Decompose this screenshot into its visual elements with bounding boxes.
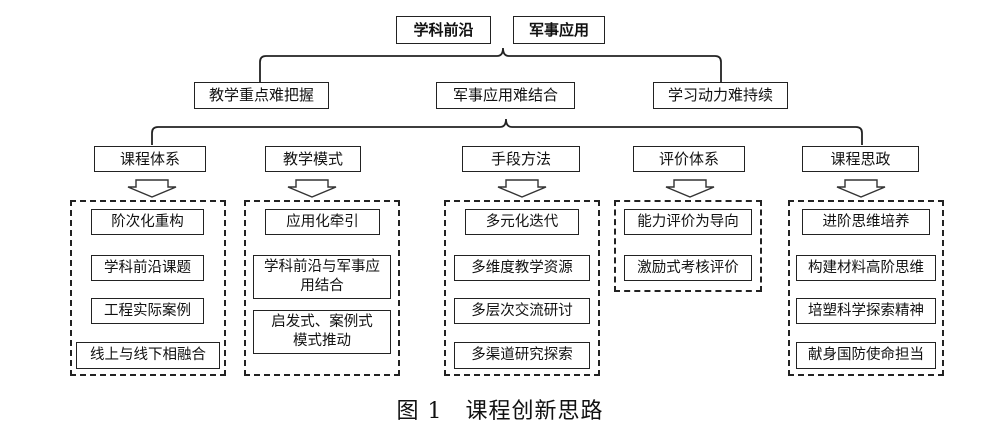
column-header: 教学模式 <box>265 146 361 172</box>
list-item: 工程实际案例 <box>91 298 204 324</box>
column-header: 评价体系 <box>633 146 745 172</box>
top-brace <box>259 47 722 82</box>
list-item: 多维度教学资源 <box>454 255 590 281</box>
top-box-military: 军事应用 <box>513 16 605 44</box>
down-arrow-icon <box>127 179 177 198</box>
column-header: 课程思政 <box>802 146 919 172</box>
list-item: 学科前沿课题 <box>91 255 204 281</box>
list-item: 献身国防使命担当 <box>796 342 936 369</box>
middle-brace <box>151 118 863 145</box>
list-item: 多渠道研究探索 <box>454 342 590 369</box>
down-arrow-icon <box>287 179 337 198</box>
top-box-frontier: 学科前沿 <box>396 16 491 44</box>
figure-caption: 图 1 课程创新思路 <box>396 399 604 424</box>
list-item: 能力评价为导向 <box>624 209 752 235</box>
column-group <box>244 200 400 376</box>
list-item: 多层次交流研讨 <box>454 298 590 324</box>
column-group <box>70 200 226 376</box>
challenge-box: 军事应用难结合 <box>436 82 575 109</box>
list-item: 学科前沿与军事应用结合 <box>253 255 391 299</box>
list-item: 线上与线下相融合 <box>76 342 220 369</box>
column-header: 手段方法 <box>462 146 580 172</box>
list-item: 培塑科学探索精神 <box>796 298 936 324</box>
column-header: 课程体系 <box>94 146 206 172</box>
column-group <box>444 200 600 376</box>
list-item: 多元化迭代 <box>465 209 579 235</box>
down-arrow-icon <box>665 179 715 198</box>
column-group <box>614 200 762 292</box>
column-group <box>788 200 944 376</box>
list-item: 应用化牵引 <box>265 209 380 235</box>
list-item: 阶次化重构 <box>91 209 204 235</box>
list-item: 构建材料高阶思维 <box>796 255 936 281</box>
down-arrow-icon <box>836 179 886 198</box>
list-item: 激励式考核评价 <box>624 255 752 281</box>
challenge-box: 教学重点难把握 <box>194 82 329 109</box>
down-arrow-icon <box>497 179 547 198</box>
list-item: 进阶思维培养 <box>802 209 930 235</box>
list-item: 启发式、案例式模式推动 <box>253 310 391 354</box>
challenge-box: 学习动力难持续 <box>653 82 788 109</box>
